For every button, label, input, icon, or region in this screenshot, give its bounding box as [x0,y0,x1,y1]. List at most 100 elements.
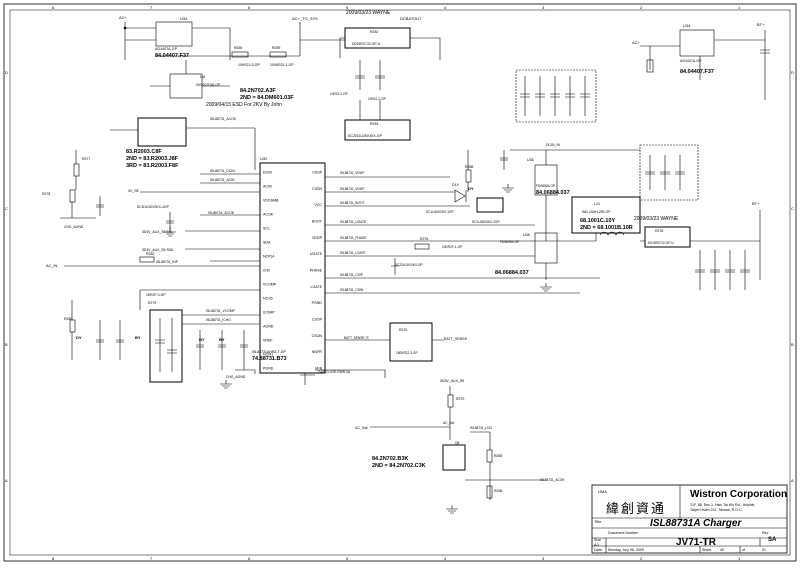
svg-text:ISL88731_LDO: ISL88731_LDO [470,426,492,430]
sheet-label: Sheet [702,548,712,552]
border-coordinate-letter: B [791,342,794,347]
svg-text:GAP-CLOSE-PWR-3U: GAP-CLOSE-PWR-3U [318,370,351,374]
q6-2nd: 2ND = 84.DM601.03F [240,95,294,101]
svg-text:BY: BY [135,335,141,340]
svg-text:2ND = 83.R2003.J8F: 2ND = 83.R2003.J8F [126,156,179,162]
size-label: Size [594,538,601,542]
isl-pin-label: VDDSMB [263,199,279,203]
border-coordinate-number: 7 [150,5,153,10]
batt-sense-box [389,322,433,362]
ground-symbols [164,184,552,514]
border-coordinate-number: 6 [248,556,251,561]
border-coordinate-letter: D [791,70,794,75]
q8-box [442,444,466,471]
isl-pin-label: AGND [263,325,274,329]
border-coordinate-letter: A [5,478,8,483]
border-coordinate-number: 8 [52,5,55,10]
isl-pin-label: CSSN [312,187,322,191]
svg-text:10KR2F-1-GP: 10KR2F-1-GP [442,245,462,249]
isl88731-ic: U32 ISL88731AHRZ-T-GP 74.88731.B73 DCINA… [252,156,326,374]
chg-agnd-bottom: CHG_AGND [226,375,246,379]
isl-pin-label: PGND [263,367,274,371]
sheet-inner-border [9,9,791,556]
isl-pin-label: VCOMP [263,283,277,287]
svg-text:83.R2003.C8F: 83.R2003.C8F [126,149,162,155]
q6-pn: 84.2N702.A3F [240,88,276,94]
date-value: Monday, July 06, 2009 [608,548,644,552]
svg-text:84.04407.F37: 84.04407.F37 [680,69,714,75]
uma-label: UMA [598,489,607,494]
isl-pin-label: ICM [263,269,270,273]
u34-block: U34 AO4407A-GP 84.04407.F37 BT+ AC+ [632,22,770,100]
svg-text:2ND = 68.1001B.10R: 2ND = 68.1001B.10R [580,225,633,231]
svg-text:R277: R277 [82,157,90,161]
svg-text:R260: R260 [234,46,242,50]
q6-block: 2N7002DW-GP U8 84.2N702.A3F 2ND = 84.DM6… [150,55,294,108]
isl-pin-label: UGATE [310,252,323,256]
svg-text:U36: U36 [527,158,534,162]
svg-text:U38: U38 [523,233,530,237]
boot-components: D19 DY SC1U16V3KX-2GP SC1U10V2KX-1GP R28… [426,150,508,224]
svg-text:2ND = 84.2N702.C3K: 2ND = 84.2N702.C3K [372,463,426,469]
svg-text:100KR2J-1-GP: 100KR2J-1-GP [270,63,294,67]
ac-in-section: 3D3V_AUX_S5 R270 AC_IN# ISL88731_LDO AC_… [355,379,565,500]
isl88731-body [259,162,326,374]
svg-text:ISL88731_VCOMP: ISL88731_VCOMP [206,309,236,313]
ac-plus-label-2: AC+ [632,40,641,45]
svg-text:ISL88731_VDDP: ISL88731_VDDP [340,171,364,175]
svg-text:84.2N702.B3K: 84.2N702.B3K [372,456,408,462]
svg-text:D015R27J2-GP-U: D015R27J2-GP-U [352,42,381,46]
isl-pin-label: VFB [315,367,323,371]
svg-text:R252: R252 [370,30,378,34]
compensation-network: ISL88731_VCOMP ISL88731_ICHG R279 1KR2F-… [64,289,260,383]
border-coordinate-number: 6 [248,5,251,10]
wayne-note-2: 2009/03/23 WAYNE [634,216,679,222]
dcbatout-caps: 10R2J-2-GP 10R2J-2-GP [330,60,386,120]
u33-ref: U33 [180,16,188,21]
svg-text:R282: R282 [146,252,154,256]
title-label: Title [594,519,602,524]
isl-pin-label: ICOMP [263,311,275,315]
isl-pin-label: CSON [312,334,323,338]
doc-number: JV71-TR [676,537,717,548]
of-label: of [742,548,745,552]
svg-text:R280: R280 [64,317,72,321]
isl-pin-label: VCC [314,203,322,207]
svg-text:ISL88731_INP: ISL88731_INP [156,260,179,264]
company-chinese: 緯創資通 [606,502,667,517]
border-coordinate-number: 1 [738,5,741,10]
svg-text:SCD1U10V2KX-4GP: SCD1U10V2KX-4GP [137,205,170,209]
rev-value: SA [768,537,777,543]
svg-text:R278: R278 [42,192,50,196]
svg-text:1KR2F-3-GP: 1KR2F-3-GP [146,293,166,297]
ic-right-nets: ISL88731_VDDP ISL88731_VDDP ISL88731_BOO… [325,171,600,294]
r253-body [344,119,411,141]
svg-text:84.06884.037: 84.06884.037 [536,190,570,196]
l21-block: L21 IND-10UH-259-GP 68.1001C.10Y 2ND = 6… [560,196,679,242]
ac-in-net-label: AC+ [119,15,128,20]
acok-net: ISL88731_ACOK [208,211,235,215]
svg-text:R269: R269 [494,454,502,458]
svg-text:IND-10UH-259-GP: IND-10UH-259-GP [582,210,611,214]
u32-ref: U32 [260,156,268,161]
svg-text:10KR2J-3-GP: 10KR2J-3-GP [238,63,260,67]
batt-sense-section: R270 150KR2J-3-GP BATT_SENSE_R BATT_SENS… [300,322,468,385]
border-coordinate-number: 3 [542,556,545,561]
svg-text:10R2J-2-GP: 10R2J-2-GP [330,92,348,96]
batt-sense-net: BATT_SENSE_R [344,336,369,340]
company-address-1: 21F, 88, Sec.1, Hsin Tai Wu Rd., Hsichih… [690,503,756,507]
border-coordinate-number: 1 [738,556,741,561]
vdd-net: 3V_S5 [128,189,139,193]
isl-pn: 74.88731.B73 [252,356,287,362]
svg-text:ISL88731_CSIP: ISL88731_CSIP [340,273,363,277]
diode-box [137,117,187,147]
isl-pin-label: VDDP [312,236,323,240]
svg-text:R270: R270 [456,397,464,401]
isl-pin-label: BOOT [312,220,323,224]
title-block-frame [591,484,788,554]
u36-block: U36 FDS6984-GP 84.06884.037 DCIN_IN [510,143,640,241]
border-coordinate-letter: D [5,70,8,75]
border-coordinate-number: 5 [346,556,349,561]
border-coordinate-number: 2 [640,556,643,561]
drawing-title: ISL88731A Charger [650,518,742,529]
